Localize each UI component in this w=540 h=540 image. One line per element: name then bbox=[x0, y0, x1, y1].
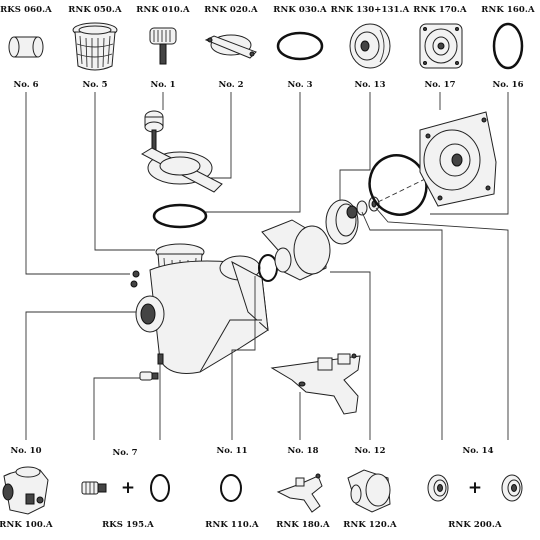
part-number-13: No. 13 bbox=[354, 80, 386, 90]
o-ring-icon bbox=[276, 31, 324, 61]
part-code-rnk180: RNK 180.A bbox=[276, 520, 330, 530]
large-o-ring-icon bbox=[492, 22, 524, 70]
assembly-foot-bracket bbox=[270, 353, 361, 415]
assembly-diffuser-o-ring bbox=[258, 254, 278, 282]
part-number-18: No. 18 bbox=[287, 446, 319, 456]
part-code-rnk160: RNK 160.A bbox=[481, 5, 535, 15]
part-number-10: No. 10 bbox=[10, 446, 42, 456]
knob-icon bbox=[149, 27, 177, 65]
assembly-drain-plug bbox=[139, 353, 164, 381]
strainer-basket-icon bbox=[72, 22, 118, 71]
part-number-17: No. 17 bbox=[424, 80, 456, 90]
assembly-lid-o-ring bbox=[152, 203, 208, 229]
leader-lines-bottom bbox=[25, 207, 509, 440]
part-number-14: No. 14 bbox=[462, 446, 494, 456]
drain-plug-icon bbox=[81, 481, 107, 495]
part-code-rks195: RKS 195.A bbox=[102, 520, 154, 530]
plus-sign-7: + bbox=[120, 478, 136, 498]
leader-lines-top bbox=[25, 92, 509, 275]
part-number-12: No. 12 bbox=[354, 446, 386, 456]
o-ring-icon bbox=[220, 474, 242, 502]
o-ring-icon bbox=[150, 474, 170, 502]
part-code-rnk050: RNK 050.A bbox=[68, 5, 122, 15]
sleeve-icon bbox=[8, 36, 44, 58]
part-number-5: No. 5 bbox=[82, 80, 108, 90]
part-code-rnk020: RNK 020.A bbox=[204, 5, 258, 15]
plus-sign-14: + bbox=[467, 478, 483, 498]
assembly-seal-plate bbox=[419, 111, 497, 207]
part-code-rnk130: RNK 130+131.A bbox=[330, 5, 410, 15]
part-number-16: No. 16 bbox=[492, 80, 524, 90]
assembly-lid-clamp bbox=[140, 147, 223, 193]
assembly-mechanical-seal bbox=[356, 196, 380, 216]
assembly-knob bbox=[144, 110, 164, 151]
impeller-icon bbox=[349, 23, 391, 69]
foot-bracket-icon bbox=[276, 473, 323, 513]
part-code-rnk010: RNK 010.A bbox=[136, 5, 190, 15]
mechanical-seal-icon bbox=[427, 474, 523, 502]
part-code-rnk110: RNK 110.A bbox=[205, 520, 259, 530]
lid-clamp-icon bbox=[204, 34, 257, 59]
pump-housing-icon bbox=[2, 466, 49, 515]
assembly-pump-housing bbox=[130, 255, 269, 374]
assembly-impeller bbox=[325, 199, 359, 245]
part-number-1: No. 1 bbox=[150, 80, 176, 90]
part-number-6: No. 6 bbox=[13, 80, 39, 90]
part-number-2: No. 2 bbox=[218, 80, 244, 90]
part-code-rnk100: RNK 100.A bbox=[0, 520, 53, 530]
part-code-rnk200: RNK 200.A bbox=[448, 520, 502, 530]
part-code-rnk030: RNK 030.A bbox=[273, 5, 327, 15]
diffuser-icon bbox=[347, 469, 391, 513]
part-number-3: No. 3 bbox=[287, 80, 313, 90]
part-code-rnk120: RNK 120.A bbox=[343, 520, 397, 530]
part-code-rnk170: RNK 170.A bbox=[413, 5, 467, 15]
seal-plate-icon bbox=[419, 23, 463, 69]
part-number-7: No. 7 bbox=[112, 448, 138, 458]
part-code-rks060: RKS 060.A bbox=[0, 5, 52, 15]
assembly-diffuser bbox=[261, 219, 331, 281]
part-number-11: No. 11 bbox=[216, 446, 248, 456]
